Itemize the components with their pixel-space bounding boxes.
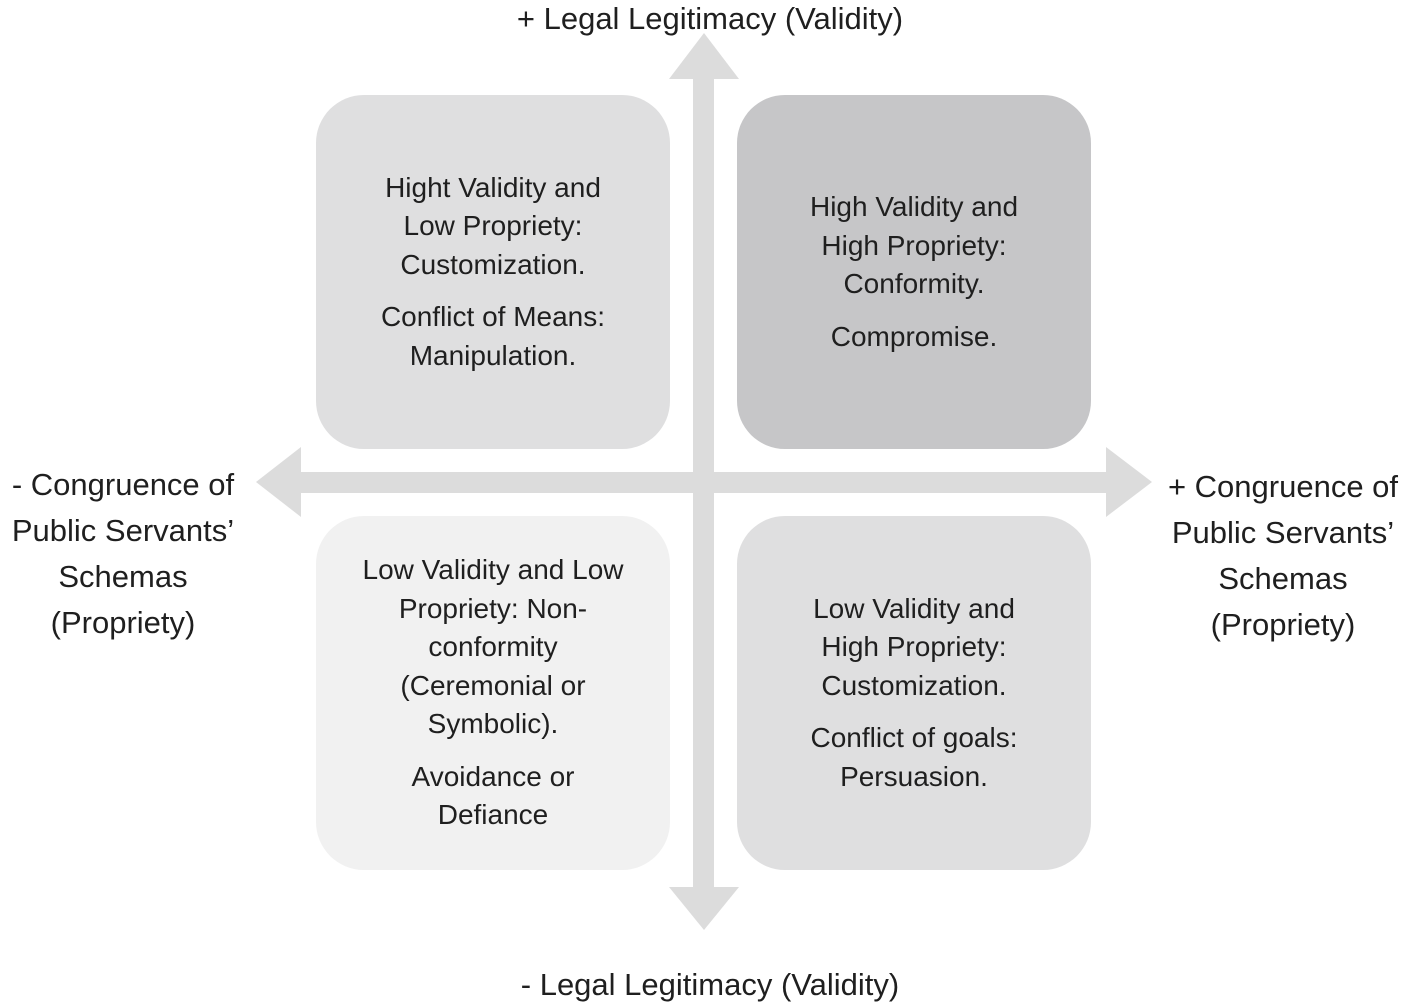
quadrant-text-line: Defiance — [437, 799, 549, 831]
quadrant-text-line: Manipulation. — [409, 339, 577, 371]
axis-label-top: + Legal Legitimacy (Validity) — [410, 0, 1010, 42]
axis-label-right-line: (Propriety) — [1210, 607, 1356, 642]
quadrant-text-line: (Ceremonial or — [400, 669, 586, 701]
quadrant-text-line: High Propriety: — [821, 631, 1007, 663]
horizontal-axis-shaft — [298, 472, 1110, 493]
quadrant-paragraph: Low Validity and High Propriety: Customi… — [813, 590, 1015, 706]
quadrant-bottom-right: Low Validity and High Propriety: Customi… — [737, 516, 1091, 870]
quadrant-text-line: Compromise. — [830, 320, 998, 352]
arrow-right-icon — [1106, 447, 1152, 517]
quadrant-paragraph: Low Validity and Low Propriety: Non- con… — [363, 551, 624, 744]
quadrant-text-line: conformity — [428, 631, 558, 663]
axis-label-right-line: Public Servants’ — [1171, 515, 1395, 550]
axis-label-left-line: (Propriety) — [50, 605, 196, 640]
axis-label-top-line: + Legal Legitimacy (Validity) — [516, 1, 904, 36]
quadrant-paragraph: Hight Validity and Low Propriety: Custom… — [385, 169, 601, 285]
quadrant-text-line: Low Propriety: — [403, 210, 583, 242]
quadrant-top-left: Hight Validity and Low Propriety: Custom… — [316, 95, 670, 449]
quadrant-text-line: Conflict of Means: — [380, 301, 606, 333]
quadrant-paragraph: Compromise. — [831, 318, 997, 357]
quadrant-text-line: Low Validity and Low — [362, 554, 624, 586]
quadrant-text-line: Propriety: Non- — [398, 592, 588, 624]
quadrant-text-line: Conflict of goals: — [810, 722, 1018, 754]
quadrant-text-line: Persuasion. — [840, 760, 988, 792]
quadrant-text-line: Symbolic). — [427, 708, 559, 740]
quadrant-top-right: High Validity and High Propriety: Confor… — [737, 95, 1091, 449]
quadrant-text-line: Customization. — [400, 248, 586, 280]
quadrant-text-line: Avoidance or — [411, 760, 575, 792]
axis-label-bottom-line: - Legal Legitimacy (Validity) — [520, 967, 900, 1002]
arrow-left-icon — [256, 447, 301, 517]
quadrant-text-line: Hight Validity and — [385, 171, 601, 203]
quadrant-paragraph: Conflict of Means: Manipulation. — [381, 298, 605, 375]
axis-label-left-line: - Congruence of — [11, 467, 235, 502]
axis-label-left: - Congruence of Public Servants’ Schemas… — [0, 462, 246, 646]
axis-label-bottom: - Legal Legitimacy (Validity) — [410, 962, 1010, 1008]
arrow-down-icon — [669, 887, 739, 930]
quadrant-text-line: Conformity. — [843, 268, 985, 299]
quadrant-bottom-left: Low Validity and Low Propriety: Non- con… — [316, 516, 670, 870]
quadrant-text-line: High Validity and — [809, 191, 1019, 222]
quadrant-text-line: Low Validity and — [813, 592, 1015, 624]
axis-label-right: + Congruence of Public Servants’ Schemas… — [1153, 464, 1413, 648]
quadrant-text-line: Customization. — [821, 669, 1007, 701]
quadrant-paragraph: Conflict of goals: Persuasion. — [811, 719, 1018, 796]
axis-label-right-line: + Congruence of — [1167, 469, 1399, 504]
axis-label-right-line: Schemas — [1218, 561, 1348, 596]
quadrant-paragraph: Avoidance or Defiance — [412, 758, 575, 835]
axis-label-left-line: Schemas — [58, 559, 188, 594]
quadrant-text-line: High Propriety: — [821, 229, 1007, 261]
quadrant-paragraph: High Validity and High Propriety: Confor… — [810, 188, 1018, 304]
axis-label-left-line: Public Servants’ — [11, 513, 235, 548]
arrow-up-icon — [669, 33, 739, 79]
